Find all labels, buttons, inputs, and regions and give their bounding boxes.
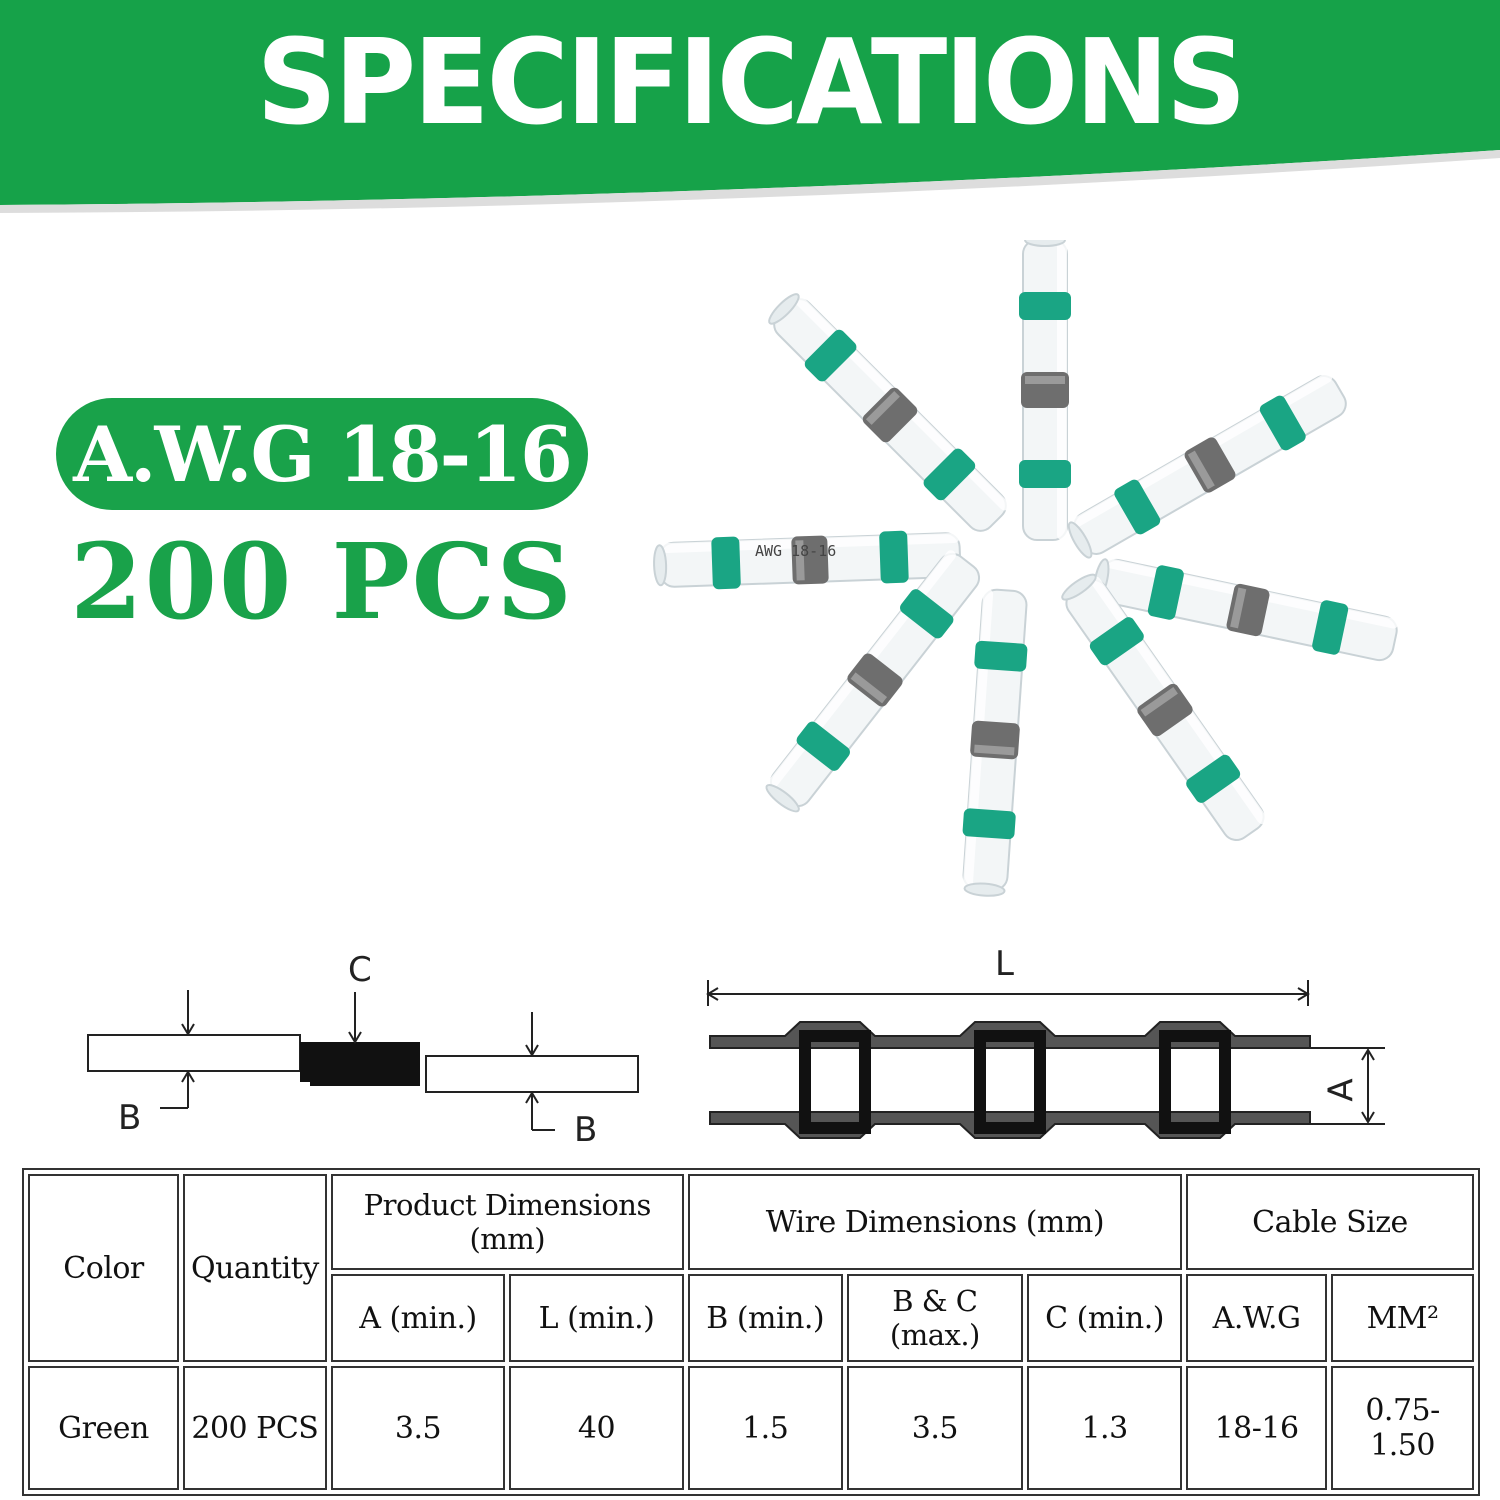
label-l: L bbox=[995, 944, 1014, 984]
cell-a-min: 3.5 bbox=[330, 1366, 506, 1490]
tube-2 bbox=[760, 285, 1016, 541]
header-quantity: Quantity bbox=[182, 1174, 327, 1362]
cell-mm2: 0.75-1.50 bbox=[1331, 1366, 1474, 1490]
label-a: A bbox=[1321, 1078, 1362, 1102]
cell-bc-max: 3.5 bbox=[846, 1366, 1024, 1490]
spec-table: Color Quantity Product Dimensions (mm) W… bbox=[22, 1168, 1480, 1496]
cell-b-min: 1.5 bbox=[687, 1366, 843, 1490]
header-wire-dimensions: Wire Dimensions (mm) bbox=[687, 1174, 1182, 1270]
cell-awg: 18-16 bbox=[1186, 1366, 1328, 1490]
tube-marking: AWG 18-16 bbox=[755, 542, 836, 560]
subheader-bc-max: B & C (max.) bbox=[846, 1274, 1024, 1362]
header-color: Color bbox=[28, 1174, 179, 1362]
tube-6 bbox=[757, 544, 989, 820]
tube-4 bbox=[652, 527, 962, 593]
header-cable-size: Cable Size bbox=[1186, 1174, 1474, 1270]
subheader-c-min: C (min.) bbox=[1027, 1274, 1182, 1362]
label-b-right: B bbox=[574, 1110, 598, 1150]
cell-color: Green bbox=[28, 1366, 179, 1490]
cell-l-min: 40 bbox=[509, 1366, 684, 1490]
subheader-awg: A.W.G bbox=[1186, 1274, 1328, 1362]
tube-1 bbox=[1018, 240, 1072, 541]
awg-badge: A.W.G 18-16 bbox=[56, 398, 588, 510]
quantity-headline: 200 PCS bbox=[70, 520, 574, 643]
header-product-dimensions: Product Dimensions (mm) bbox=[330, 1174, 684, 1270]
tube-3 bbox=[1060, 366, 1354, 567]
subheader-mm2: MM² bbox=[1331, 1274, 1474, 1362]
cell-quantity: 200 PCS bbox=[182, 1366, 327, 1490]
cross-section-diagram bbox=[706, 980, 1385, 1139]
page-title: SPECIFICATIONS bbox=[256, 14, 1246, 152]
wire-diagram bbox=[87, 990, 639, 1131]
label-c: C bbox=[348, 950, 372, 990]
subheader-b-min: B (min.) bbox=[687, 1274, 843, 1362]
cell-c-min: 1.3 bbox=[1027, 1366, 1182, 1490]
product-photo: AWG 18-16 bbox=[652, 240, 1402, 899]
subheader-a-min: A (min.) bbox=[330, 1274, 506, 1362]
label-b-left: B bbox=[118, 1098, 142, 1138]
header-banner bbox=[0, 0, 1500, 213]
tube-7 bbox=[957, 587, 1033, 899]
subheader-l-min: L (min.) bbox=[509, 1274, 684, 1362]
